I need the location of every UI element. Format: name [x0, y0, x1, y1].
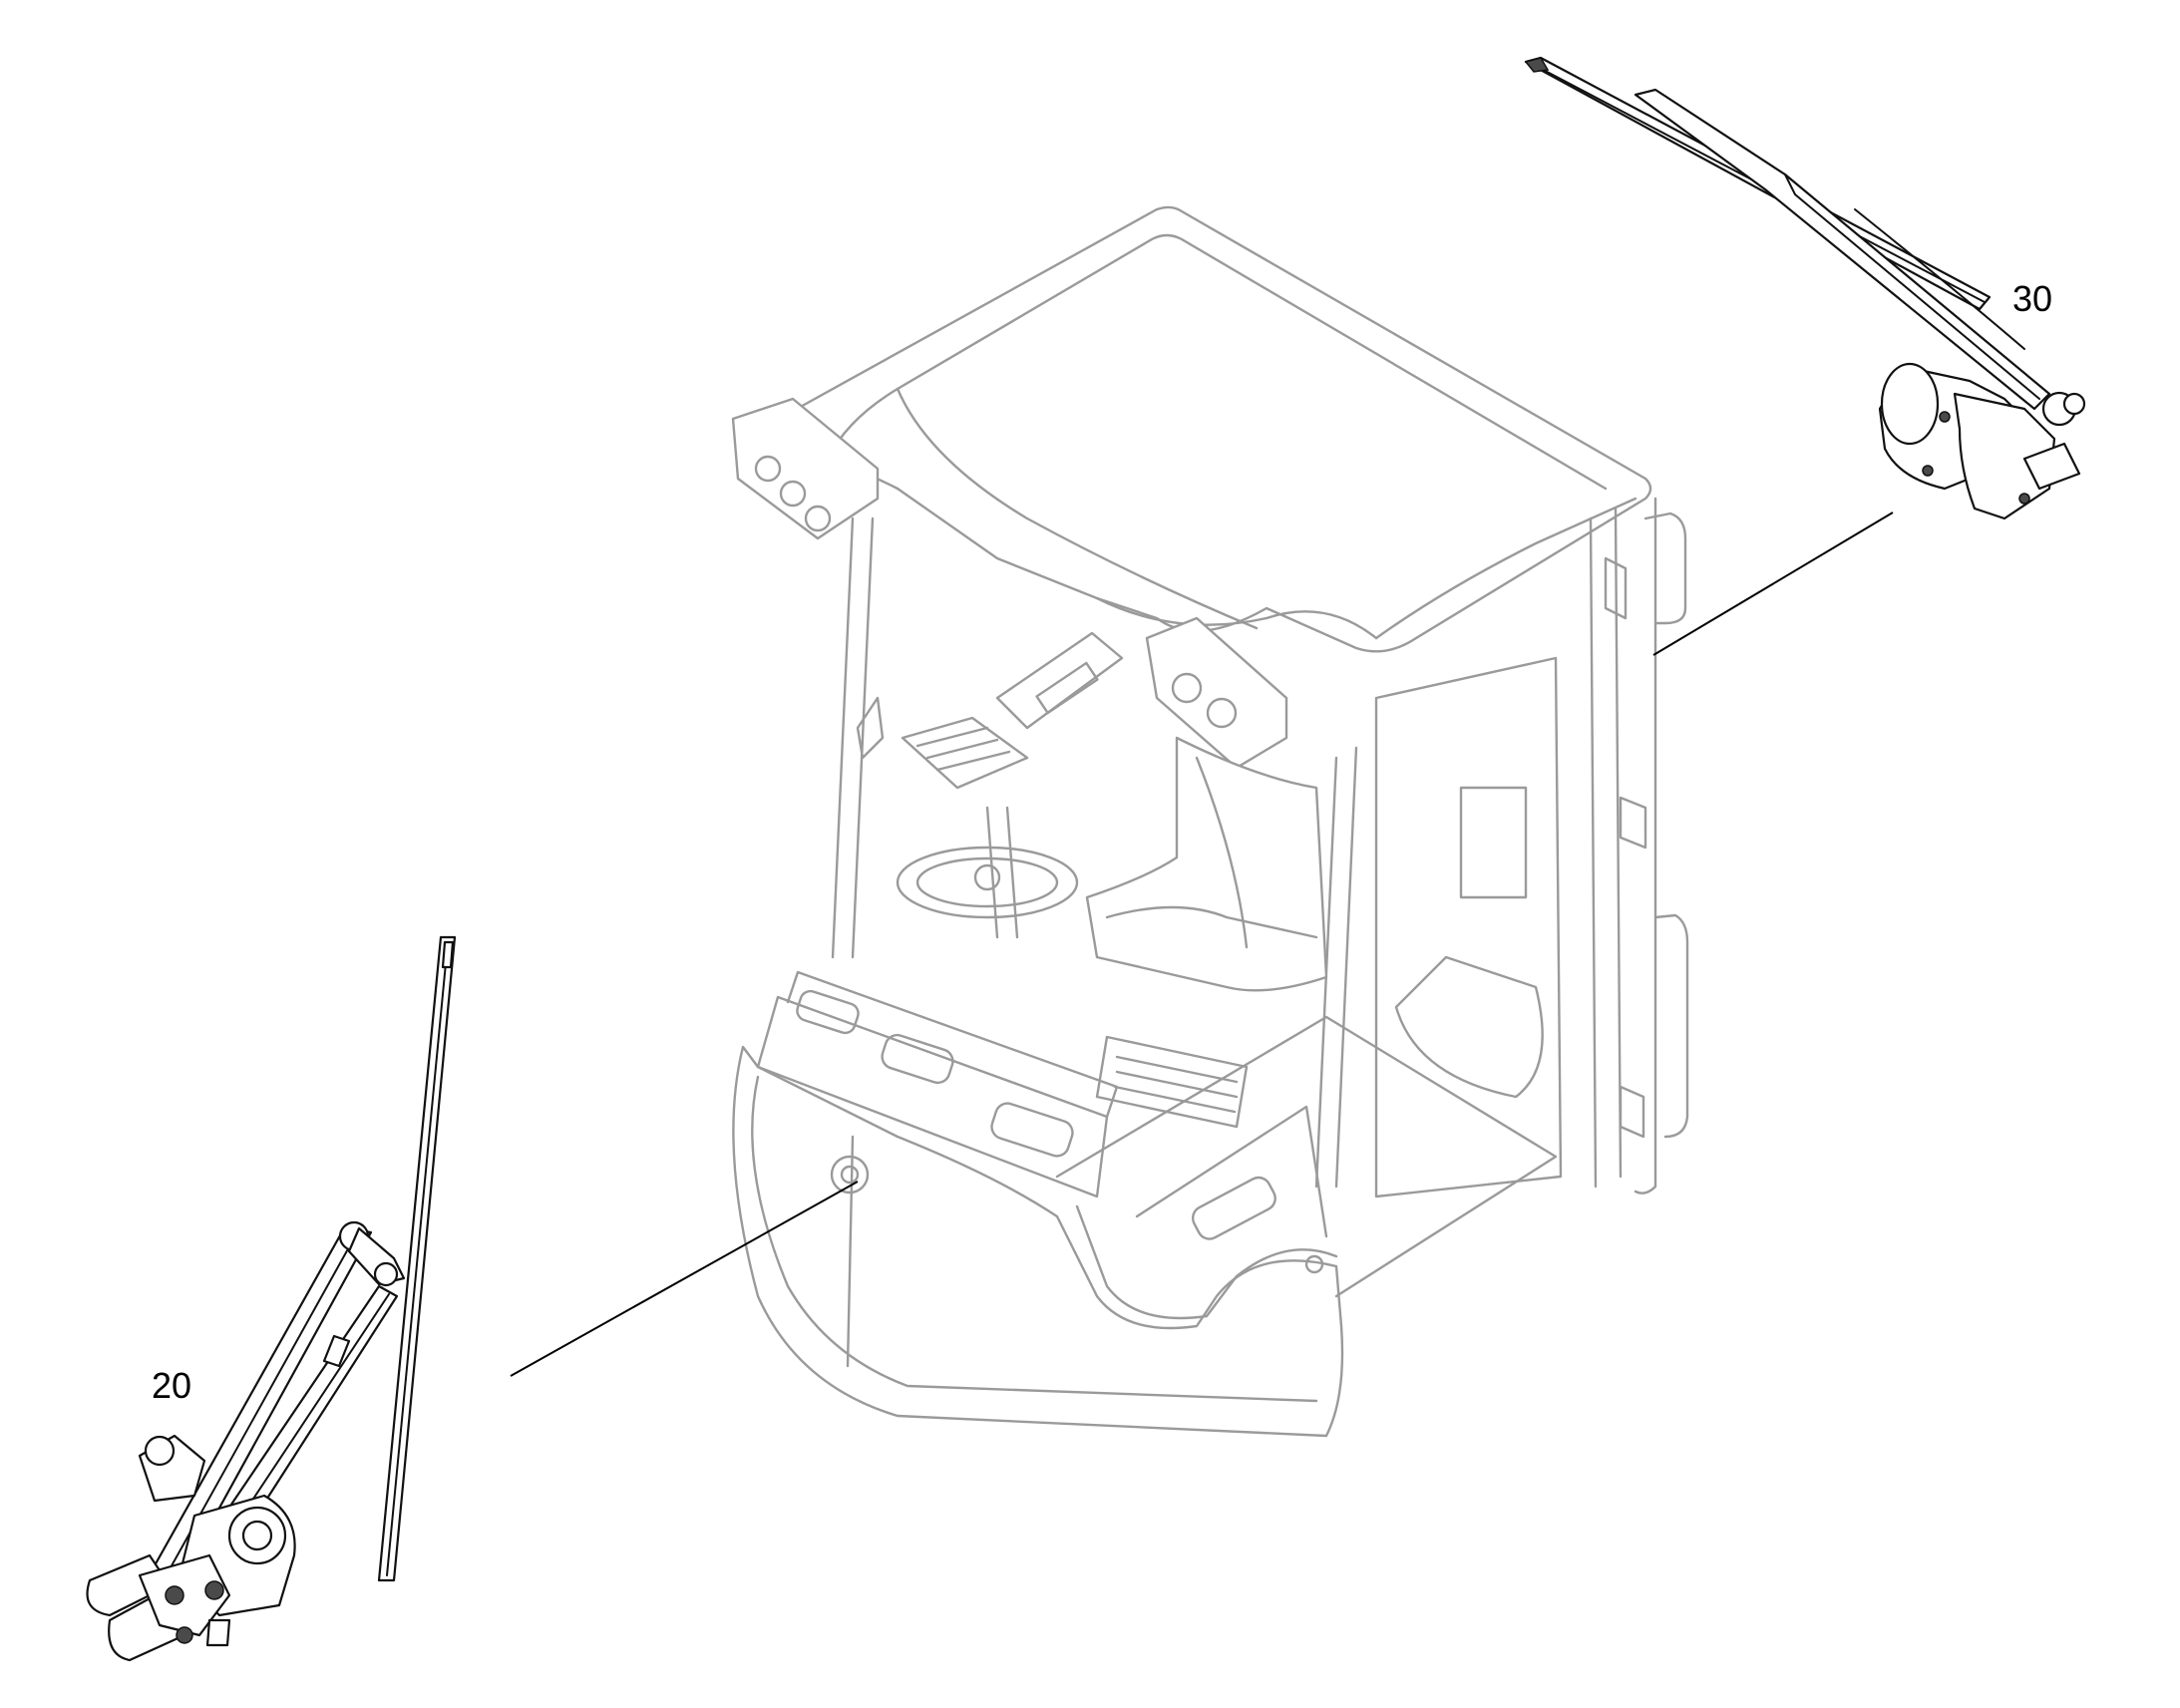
- callout-label-rear-wiper: 30: [2012, 278, 2052, 319]
- leader-line-rear-wiper: [1652, 512, 1894, 656]
- leader-line-front-wiper: [510, 1181, 859, 1377]
- callout-label-front-wiper: 20: [152, 1365, 191, 1406]
- operator-cab: [731, 205, 1689, 1438]
- front-wiper-assembly: [86, 935, 457, 1662]
- rear-wiper-assembly: [1524, 56, 2086, 520]
- leader-lines: [510, 512, 1894, 1377]
